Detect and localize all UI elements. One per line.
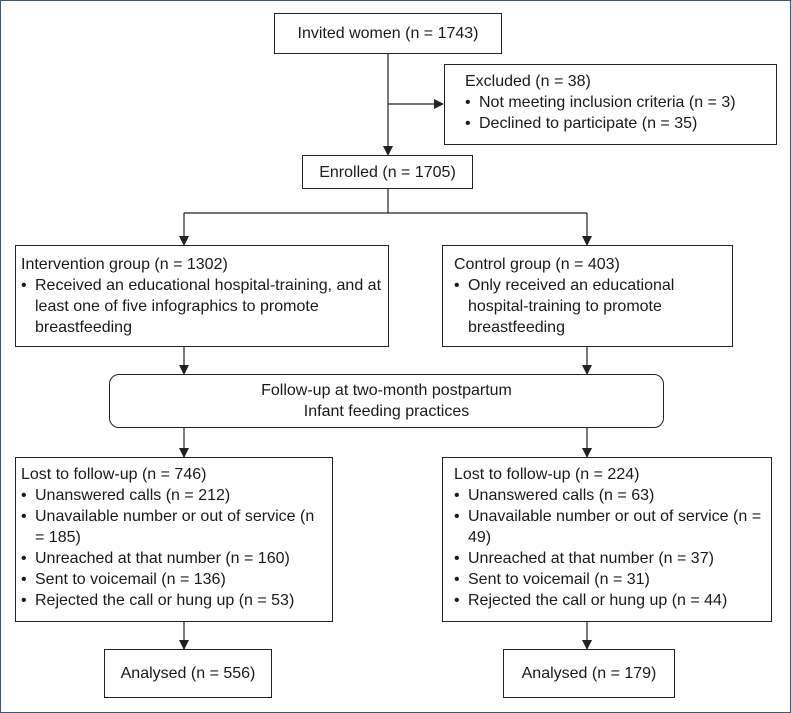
lost-right-item: Unreached at that number (n = 37) [454,548,765,569]
analysed-right-box: Analysed (n = 179) [503,649,675,698]
invited-label: Invited women (n = 1743) [297,25,479,42]
lost-right-item: Rejected the call or hung up (n = 44) [454,590,765,611]
lost-left-item: Unavailable number or out of service (n … [21,506,326,548]
analysed-left-label: Analysed (n = 556) [120,665,256,682]
followup-line1: Follow-up at two-month postpartum [261,382,512,399]
lost-right-title: Lost to follow-up (n = 224) [454,466,640,483]
lost-left-item: Sent to voicemail (n = 136) [21,569,326,590]
excluded-item: Not meeting inclusion criteria (n = 3) [465,92,776,113]
lost-left-title: Lost to follow-up (n = 746) [21,466,207,483]
lost-right-item: Sent to voicemail (n = 31) [454,569,765,590]
lost-left-item: Unanswered calls (n = 212) [21,485,326,506]
intervention-item: Received an educational hospital-trainin… [21,275,382,338]
intervention-box: Intervention group (n = 1302) Received a… [15,245,389,347]
excluded-list: Not meeting inclusion criteria (n = 3) D… [465,92,776,134]
lost-right-box: Lost to follow-up (n = 224) Unanswered c… [442,457,772,622]
control-item: Only received an educational hospital-tr… [454,275,726,338]
followup-box: Follow-up at two-month postpartum Infant… [109,374,664,428]
control-box: Control group (n = 403) Only received an… [442,245,733,347]
followup-line2: Infant feeding practices [303,403,470,420]
control-title: Control group (n = 403) [454,256,620,273]
analysed-left-box: Analysed (n = 556) [104,649,272,698]
excluded-item: Declined to participate (n = 35) [465,113,776,134]
intervention-list: Received an educational hospital-trainin… [21,275,382,338]
lost-left-item: Rejected the call or hung up (n = 53) [21,590,326,611]
lost-left-item: Unreached at that number (n = 160) [21,548,326,569]
lost-right-item: Unanswered calls (n = 63) [454,485,765,506]
lost-left-list: Unanswered calls (n = 212) Unavailable n… [21,485,326,611]
control-list: Only received an educational hospital-tr… [454,275,726,338]
excluded-box: Excluded (n = 38) Not meeting inclusion … [444,64,777,145]
invited-box: Invited women (n = 1743) [274,13,502,54]
intervention-title: Intervention group (n = 1302) [21,256,228,273]
lost-right-list: Unanswered calls (n = 63) Unavailable nu… [454,485,765,611]
lost-right-item: Unavailable number or out of service (n … [454,506,765,548]
lost-left-box: Lost to follow-up (n = 746) Unanswered c… [15,457,333,622]
enrolled-label: Enrolled (n = 1705) [319,163,456,181]
excluded-title: Excluded (n = 38) [465,73,591,90]
analysed-right-label: Analysed (n = 179) [521,665,657,682]
enrolled-box: Enrolled (n = 1705) [302,155,473,189]
